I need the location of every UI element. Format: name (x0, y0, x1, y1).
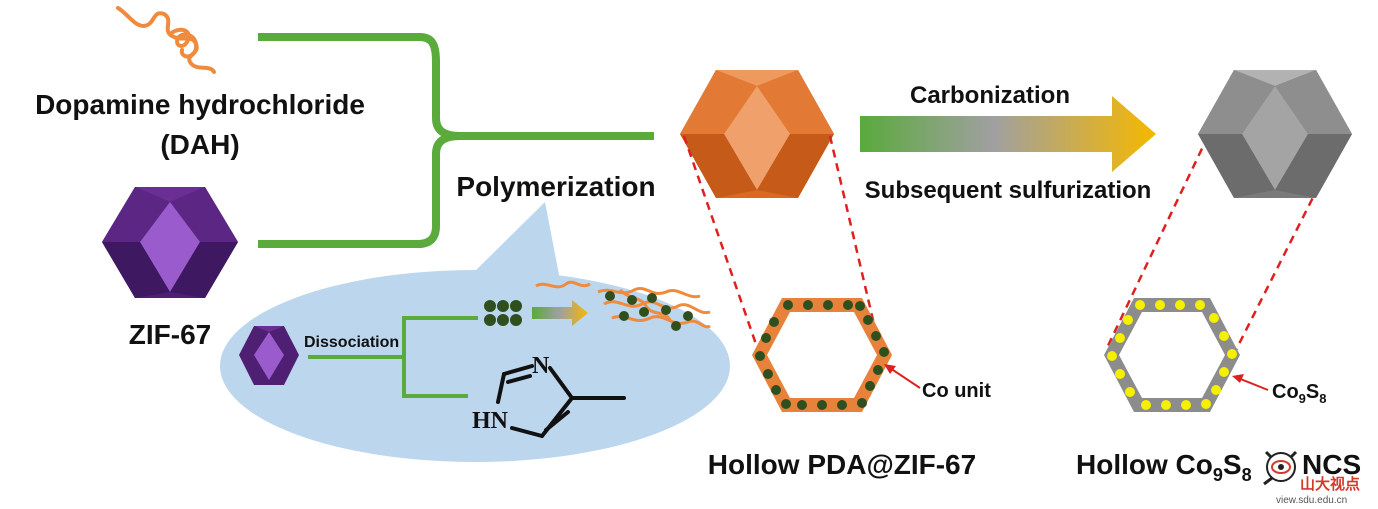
molecule-n-label: N (532, 353, 550, 379)
dissociation-bracket (308, 316, 478, 398)
co-unit-label: Co unit (922, 380, 991, 402)
co9s8-s: S (1306, 381, 1319, 403)
dissociation-bubble (220, 202, 730, 462)
co9s8-label: Co9S8 (1272, 381, 1326, 406)
co9s8-sub1: 9 (1299, 391, 1306, 406)
hollow-pda-shell-icon (752, 298, 892, 412)
zif67-crystal-icon (102, 187, 238, 298)
polymerization-bracket (258, 33, 654, 248)
sulfurization-label: Subsequent sulfurization (865, 177, 1152, 204)
pda-co-chain-icon (535, 280, 711, 331)
co9s8-sub2: 8 (1319, 391, 1326, 406)
small-zif67-icon (239, 326, 299, 385)
hollow-co9s8-sub1: 9 (1213, 465, 1223, 485)
process-arrow-icon (860, 96, 1156, 172)
polymerization-label: Polymerization (456, 171, 655, 202)
pda-zif67-crystal-icon (680, 70, 834, 198)
carbonization-label: Carbonization (910, 82, 1070, 109)
co-ion-cluster-icon (484, 300, 522, 326)
co9s8-crystal-icon (1198, 70, 1352, 198)
hollow-co9s8-sub2: 8 (1242, 465, 1252, 485)
hollow-co9s8-label: Hollow Co9S8 (1076, 449, 1252, 485)
hollow-pda-label: Hollow PDA@ZIF-67 (708, 449, 976, 480)
small-gradient-arrow-icon (532, 300, 588, 326)
watermark-cn-text: 山大视点 (1300, 475, 1360, 493)
dissociation-label: Dissociation (304, 334, 399, 351)
co9s8-pointer-icon (1232, 374, 1269, 391)
co9s8-co: Co (1272, 381, 1299, 403)
co-unit-pointer-icon (884, 364, 921, 389)
molecule-hn-label: HN (472, 408, 509, 434)
watermark-url-text: view.sdu.edu.cn (1276, 495, 1347, 506)
dah-label: Dopamine hydrochloride (35, 89, 365, 120)
hollow-co9s8-shell-icon (1104, 298, 1240, 412)
hollow-co9s8-s: S (1223, 449, 1242, 480)
hollow-co9s8-prefix: Hollow Co (1076, 449, 1213, 480)
methylimidazole-structure-icon (496, 364, 626, 438)
watermark-logo-icon (1263, 450, 1298, 486)
dah-abbrev-label: (DAH) (160, 129, 239, 160)
dah-molecule-icon (116, 6, 216, 74)
zoom-guide-lines (682, 135, 1346, 351)
zif67-label: ZIF-67 (129, 319, 211, 350)
hollow-co9s8-suffix: NCS (1302, 449, 1361, 480)
